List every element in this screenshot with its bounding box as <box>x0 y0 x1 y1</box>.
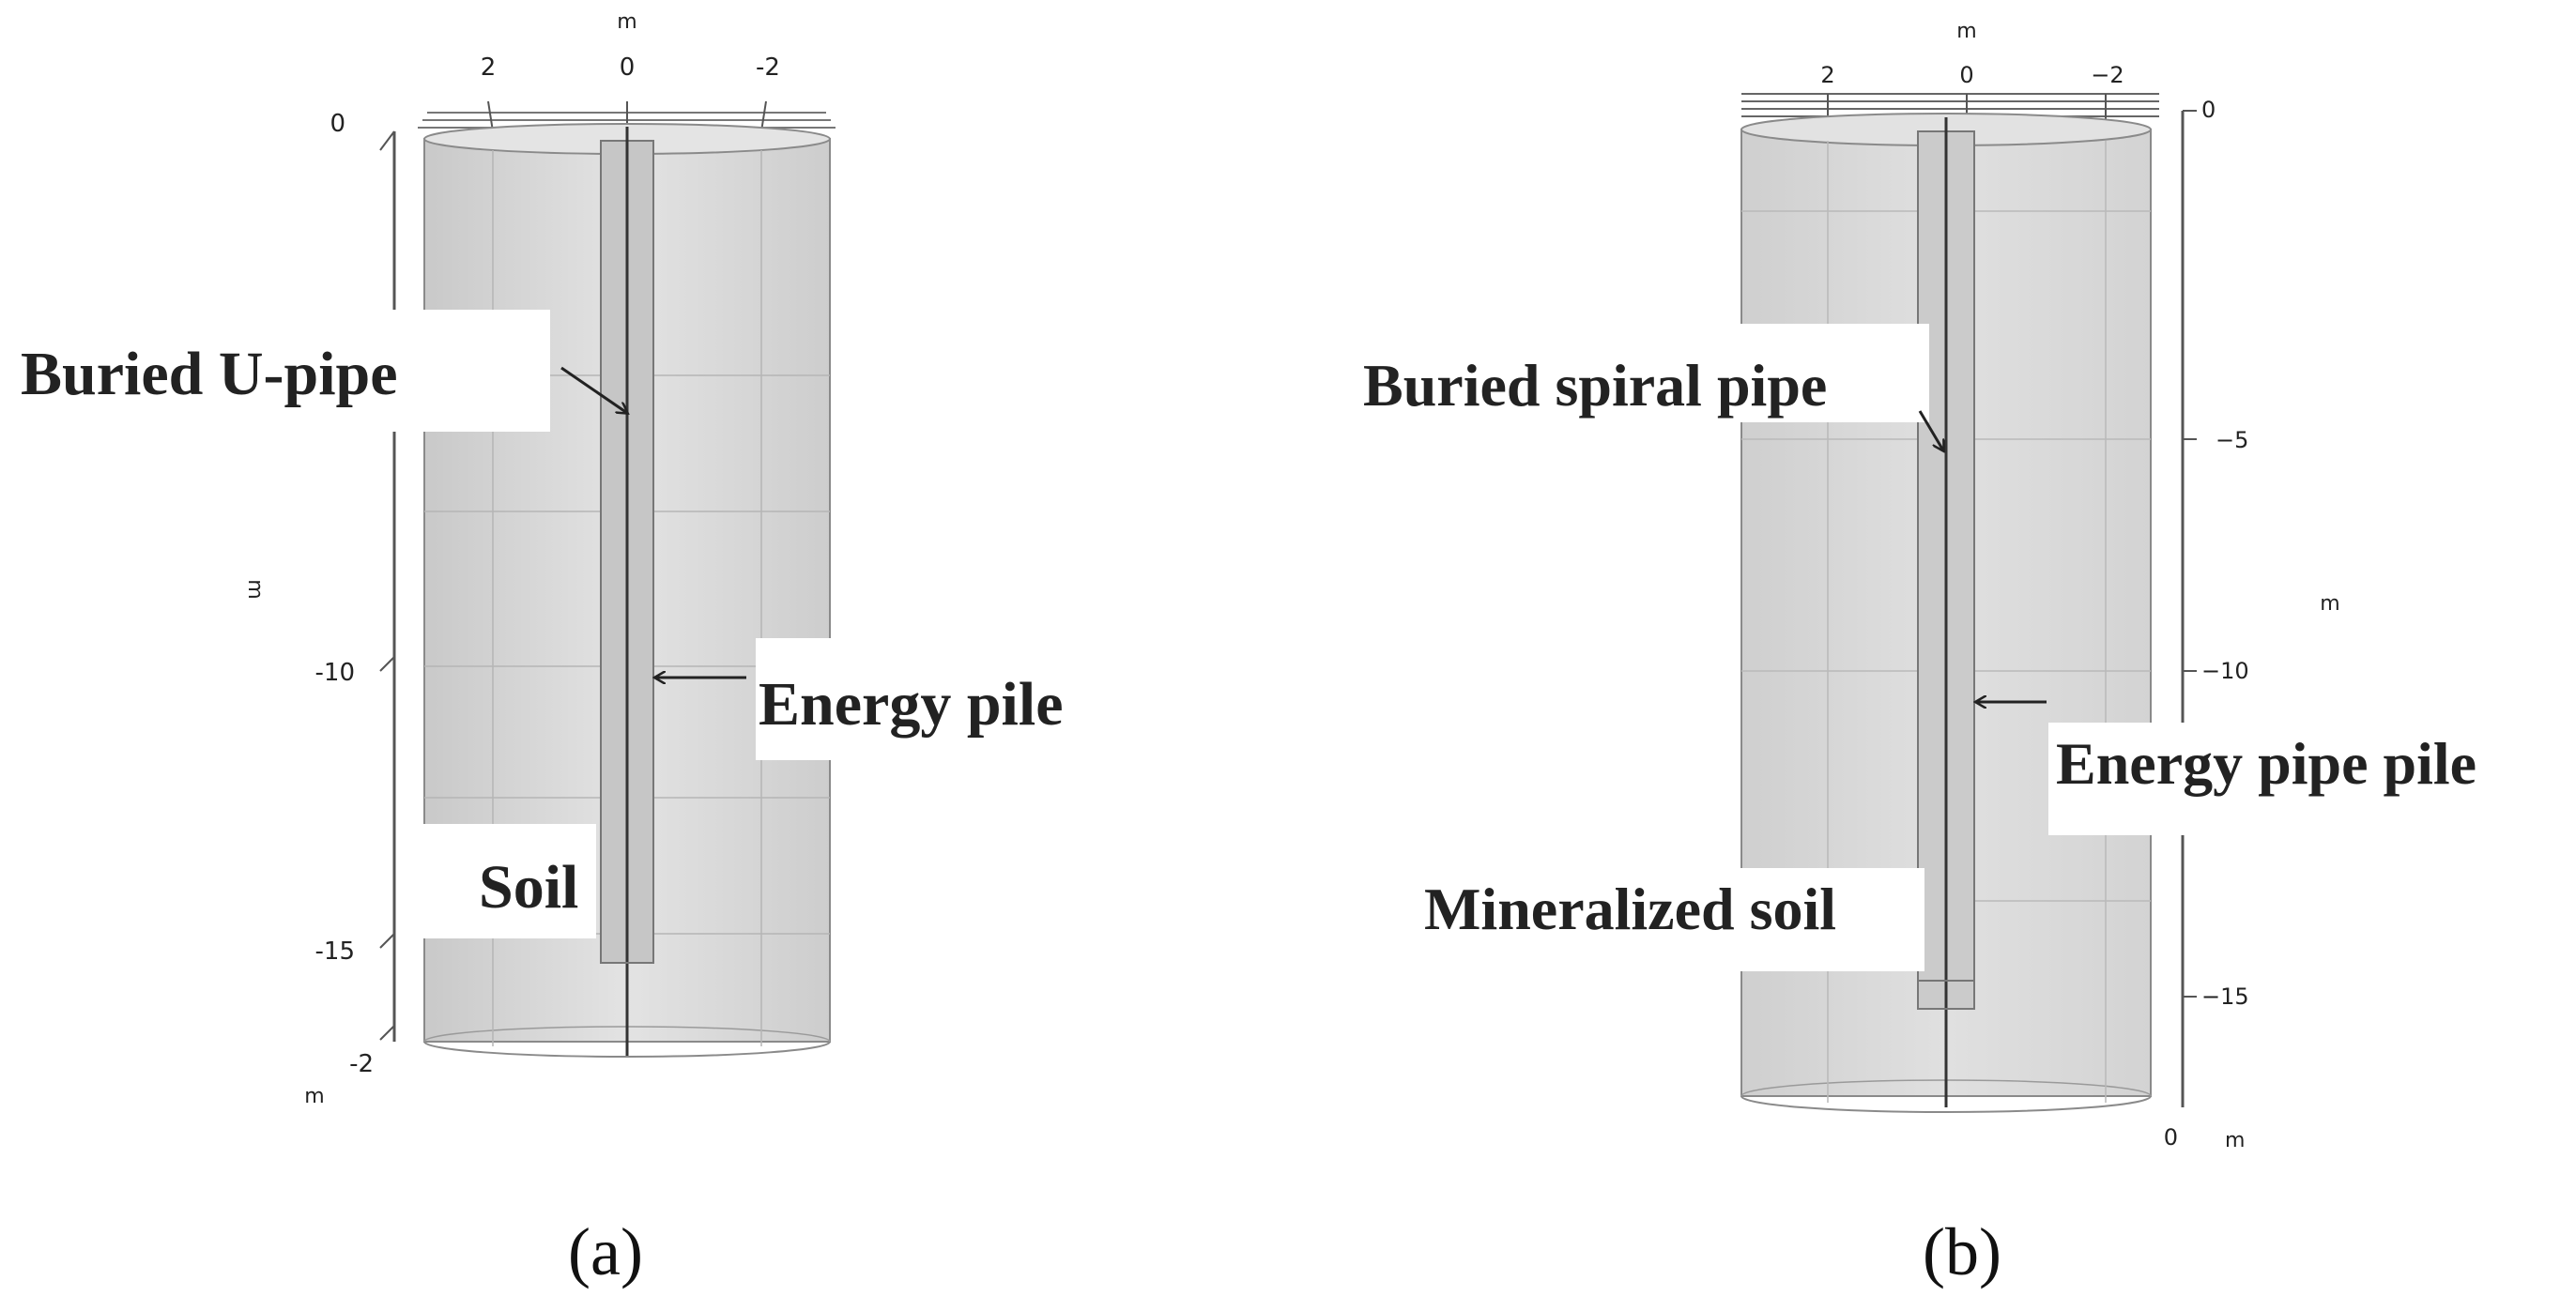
panel-b-x-tick-2: 0 <box>1959 62 1973 88</box>
panel-a-x-tick-3: -2 <box>756 53 780 82</box>
panel-b-y-tick-3: −10 <box>2201 658 2249 684</box>
panel-b-y-tick-5: 0 <box>2164 1124 2178 1151</box>
panel-a-top-axis: m 2 0 -2 <box>418 10 836 132</box>
panel-b-pile-label-box <box>2048 723 2569 835</box>
panel-a-pile-label: Energy pile <box>759 670 1064 739</box>
panel-a-soil-label: Soil <box>479 853 578 922</box>
panel-b-y-tick-1: 0 <box>2201 97 2216 123</box>
panel-b-y-tick-4: −15 <box>2201 983 2249 1010</box>
panel-a-soil-label-box <box>413 824 596 938</box>
panel-a-y-tick-2: -10 <box>315 659 355 687</box>
panel-b-energy-pipe-pile <box>1917 117 1975 1107</box>
panel-a-pile-label-box <box>756 638 1131 760</box>
panel-a-x-tick-1: 2 <box>481 53 497 82</box>
panel-b-x-tick-3: −2 <box>2091 62 2124 88</box>
panel-a-pipe-label: Buried U-pipe <box>21 340 398 408</box>
panel-a-caption: (a) <box>568 1214 643 1289</box>
panel-a-y-tick-3: -15 <box>315 938 355 966</box>
panel-b-right-axis: 0 −5 −10 −15 0 m m <box>2164 97 2340 1152</box>
panel-b-caption: (b) <box>1923 1214 2001 1289</box>
panel-a-pipe-arrow <box>560 366 627 413</box>
panel-b-soil-label-box <box>1419 868 1924 971</box>
panel-b-soil-label: Mineralized soil <box>1424 876 1836 942</box>
panel-a-y-unit: m <box>243 579 267 599</box>
panel-b-y-unit: m <box>2320 592 2339 616</box>
panel-a-x-unit: m <box>617 10 636 34</box>
panel-b-pipe-label-box <box>1352 324 1929 422</box>
panel-a-y-tick-4: -2 <box>349 1050 374 1078</box>
panel-b-x-tick-1: 2 <box>1820 62 1834 88</box>
panel-b-pipe-label: Buried spiral pipe <box>1363 352 1827 419</box>
panel-a-left-axis: 0 -10 -15 -2 m m <box>243 110 396 1108</box>
panel-b-y-tick-2: −5 <box>2216 427 2248 453</box>
panel-a-pipe-label-box <box>8 310 550 432</box>
panel-b-pile-label: Energy pipe pile <box>2056 730 2476 797</box>
panel-b-pipe-arrow <box>1918 410 1943 450</box>
panel-a: m 2 0 -2 0 -10 -15 -2 m m <box>8 10 1131 1289</box>
panel-a-bottom-unit: m <box>304 1085 324 1108</box>
panel-a-x-tick-2: 0 <box>620 53 636 82</box>
panel-a-y-tick-1: 0 <box>330 110 345 138</box>
panel-a-energy-pile <box>600 127 654 1056</box>
panel-b: m 2 0 −2 0 −5 −10 −15 0 m m <box>1352 20 2569 1289</box>
panel-b-x-unit: m <box>1956 20 1976 43</box>
panel-b-top-axis: m 2 0 −2 <box>1741 20 2159 127</box>
panel-b-bottom-unit: m <box>2225 1129 2245 1152</box>
